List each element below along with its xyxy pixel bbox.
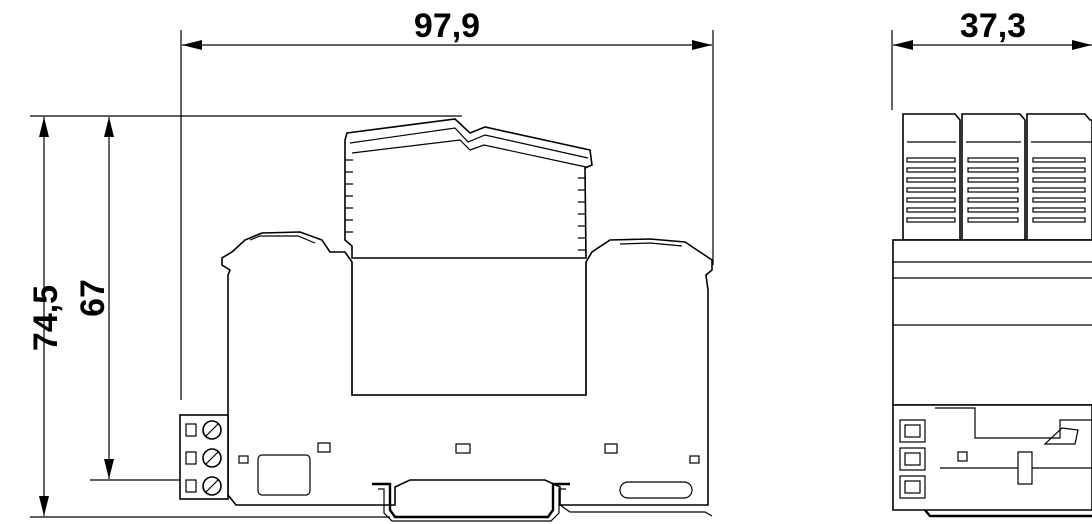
indicator-small [689,455,700,464]
label-width-side: 37,3 [960,7,1026,45]
base-side-lower [892,404,1092,511]
plug-module-side-1 [902,113,961,241]
din-rail-inner [378,488,566,522]
plug-module-top [344,118,593,259]
indicator-small [604,443,618,454]
base-foot [559,504,713,517]
din-rail-side [924,509,1092,518]
indicator-small [317,442,331,453]
arrowhead-right [1072,40,1092,50]
front-view [179,118,713,522]
release-slot [619,481,693,499]
latch-left [249,235,316,244]
terminal-slot-1 [185,423,197,437]
terminal-slot-3 [185,479,197,493]
grip-ribs-left [345,159,353,233]
plug-module-rim-inner [351,139,587,168]
indicator-small [455,443,471,454]
base-side [892,239,1092,406]
label-height-body: 67 [74,279,112,317]
dimension-height-total: 74,5 [27,115,462,518]
label-window [257,454,311,496]
dimension-width-side: 37,3 [891,7,1092,110]
label-width-front: 97,9 [414,7,480,45]
plug-module-side-3 [1026,113,1092,241]
base-housing [221,231,713,506]
din-rail [372,482,570,519]
dimension-width-front: 97,9 [180,7,714,400]
indicator-small [238,455,249,464]
clip-side [1043,427,1079,445]
plug-module-side-2 [961,113,1026,241]
terminal-side-3 [899,475,926,499]
terminal-slot-2 [185,451,197,465]
terminal-block [179,414,229,500]
side-view [892,113,1092,518]
latch-right [619,242,683,247]
terminal-side-1 [899,419,926,443]
indicator-side [957,451,968,462]
module-slot [351,262,587,396]
label-height-total: 74,5 [27,285,65,351]
plug-module-rim [349,127,589,159]
terminal-side-2 [899,447,926,471]
grip-ribs-right [578,177,586,251]
